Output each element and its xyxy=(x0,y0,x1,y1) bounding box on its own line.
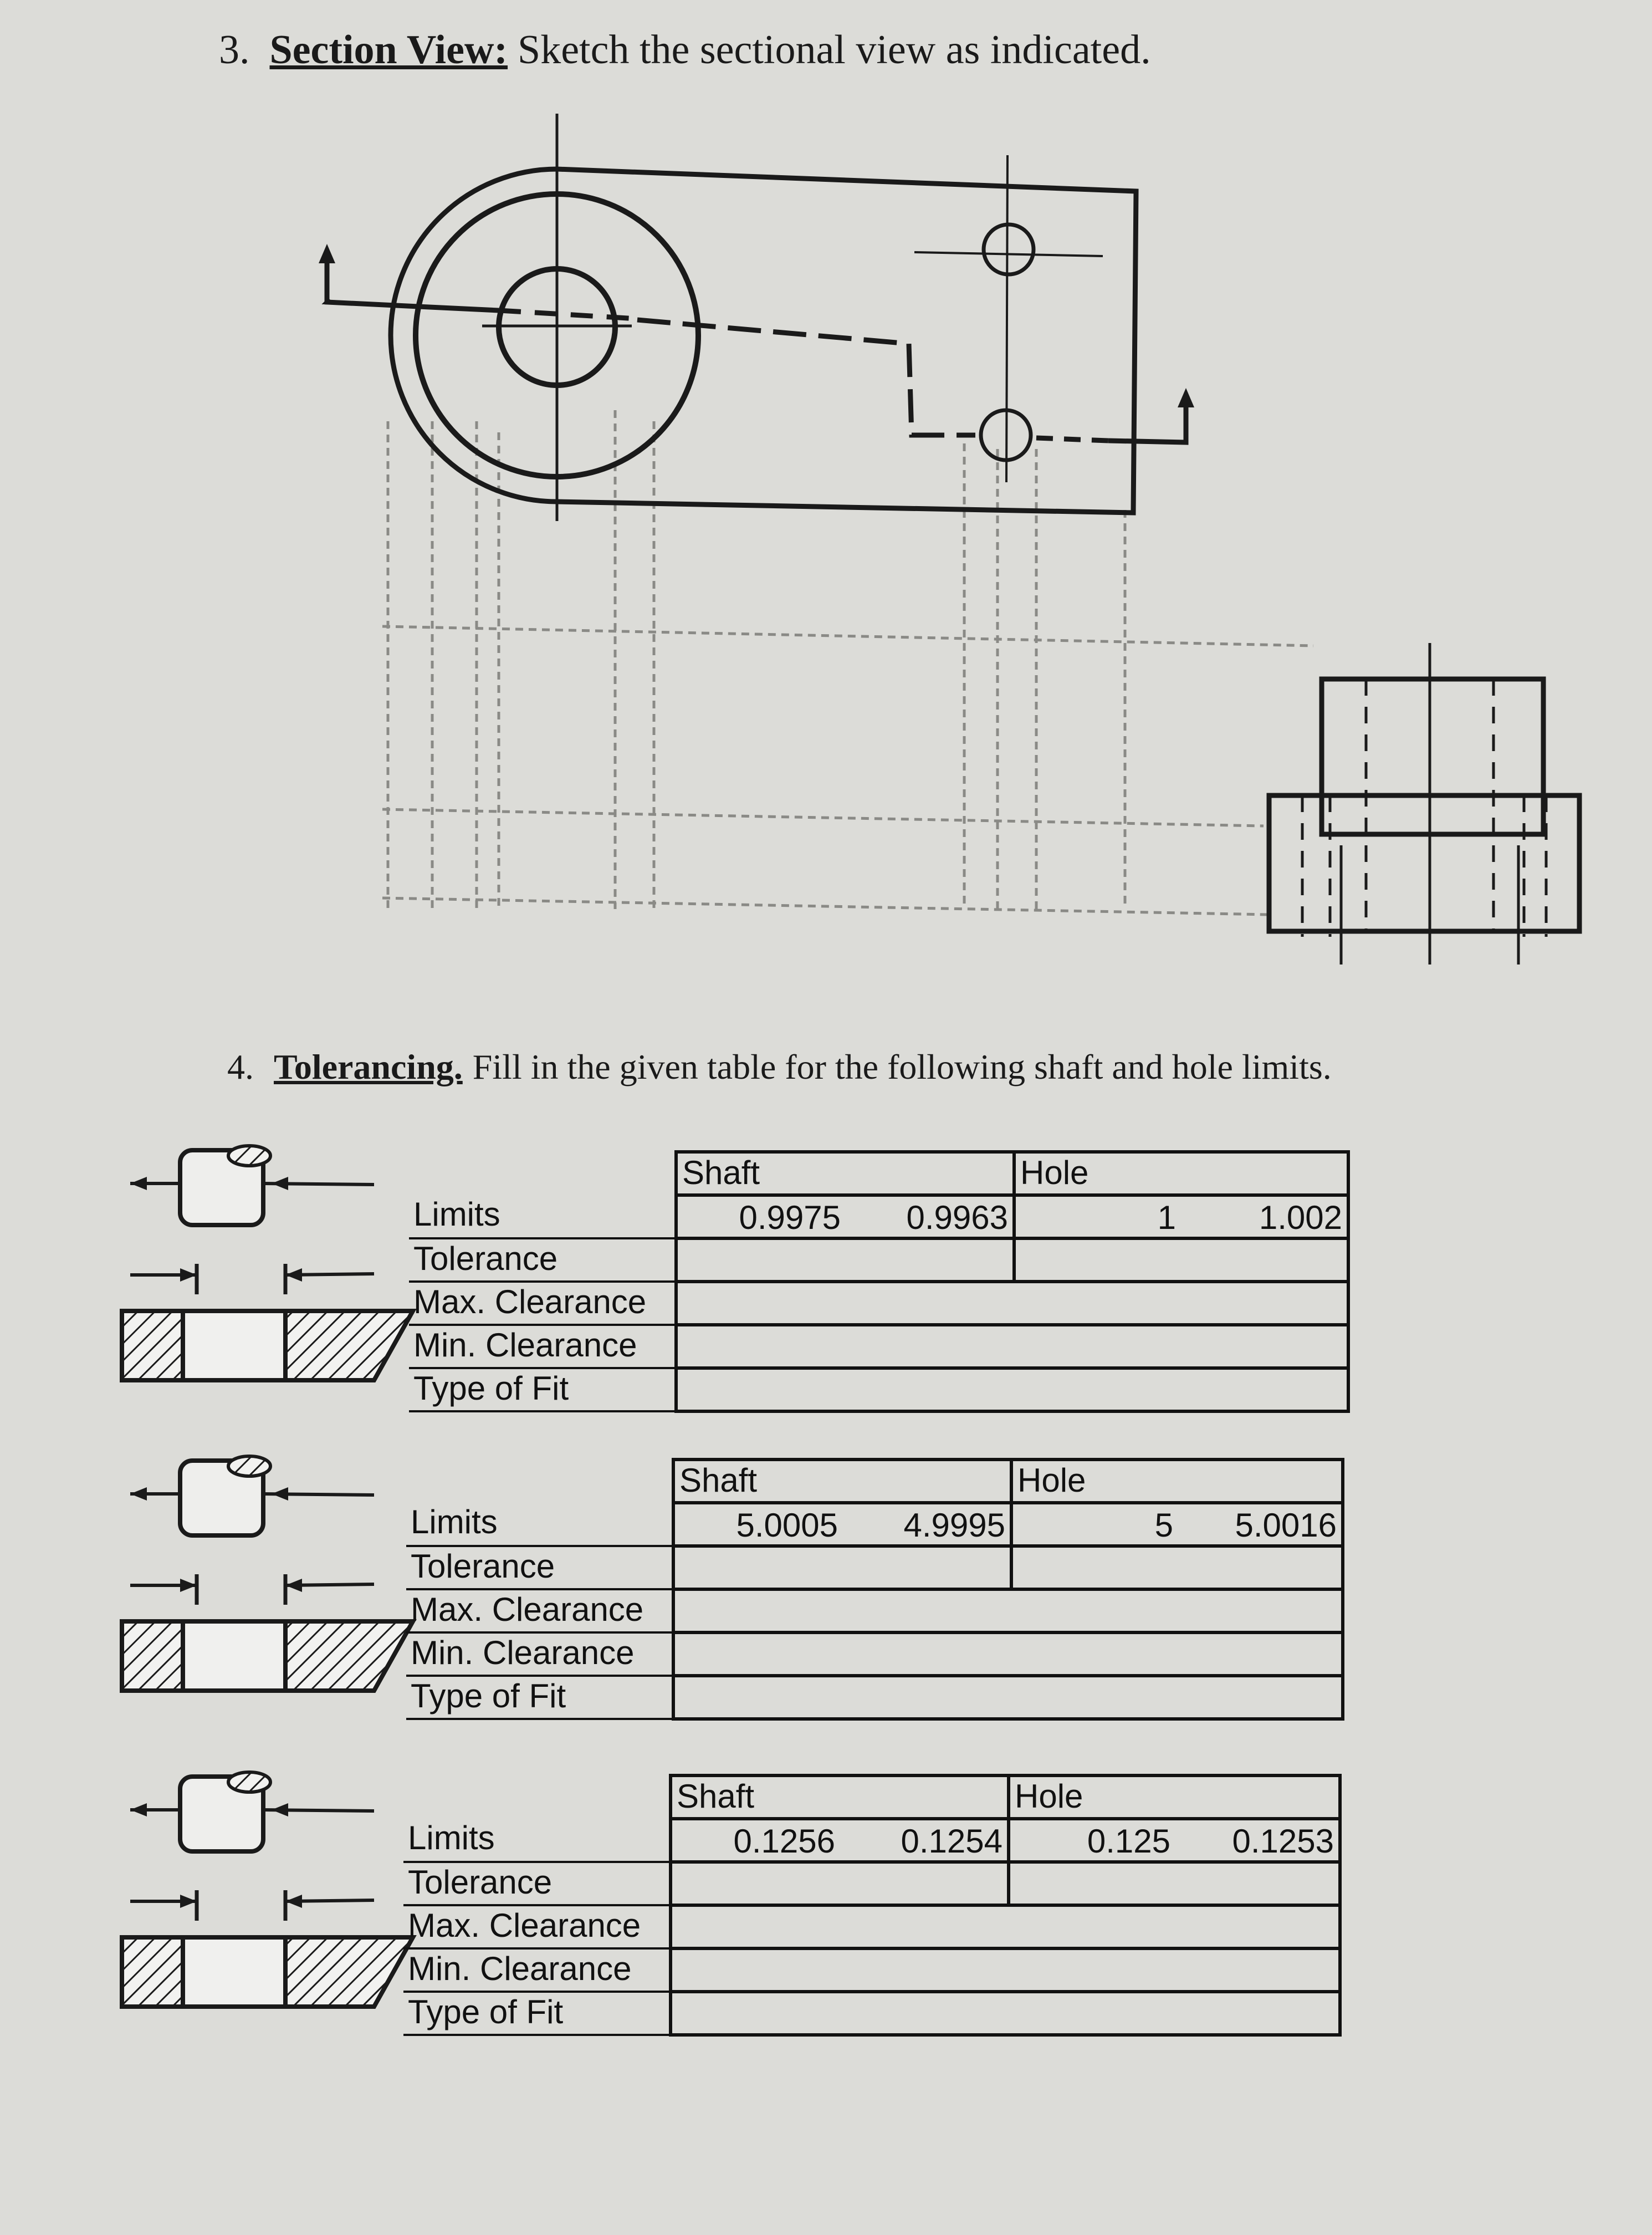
front-view xyxy=(1266,643,1582,965)
shaft-tolerance-cell[interactable] xyxy=(668,1860,1011,1907)
top-view xyxy=(319,114,1194,521)
fit-icon-3 xyxy=(122,1772,413,2007)
question-4-instruction: Fill in the given table for the followin… xyxy=(472,1047,1332,1086)
row-label-tolerance: Tolerance xyxy=(409,1238,676,1283)
row-label-limits: Limits xyxy=(406,1503,673,1547)
type-of-fit-cell[interactable] xyxy=(668,1990,1342,2037)
tolerance-table-2: Shaft Hole Limits 5.0005 4.9995 5 5.0016… xyxy=(406,1458,1345,1721)
shaft-limit-lower: 0.9963 xyxy=(845,1193,1016,1240)
shaft-limit-upper: 0.9975 xyxy=(674,1193,845,1240)
shaft-limit-lower: 0.1254 xyxy=(840,1817,1011,1864)
row-label-min-clearance: Min. Clearance xyxy=(409,1325,676,1369)
row-label-tolerance: Tolerance xyxy=(406,1546,673,1590)
shaft-header: Shaft xyxy=(674,1150,1016,1197)
row-label-max-clearance: Max. Clearance xyxy=(409,1282,676,1326)
question-3-title: Section View: xyxy=(269,27,508,73)
row-label-max-clearance: Max. Clearance xyxy=(403,1905,671,1950)
fit-icon-2 xyxy=(122,1456,413,1691)
type-of-fit-cell[interactable] xyxy=(674,1366,1351,1413)
row-label-max-clearance: Max. Clearance xyxy=(406,1589,673,1634)
tolerance-table-3: Shaft Hole Limits 0.1256 0.1254 0.125 0.… xyxy=(403,1774,1342,2037)
fit-icons xyxy=(0,0,1652,2051)
shaft-limit-lower: 4.9995 xyxy=(842,1501,1014,1548)
question-4-heading: 4. Tolerancing.Fill in the given table fo… xyxy=(227,1047,1332,1088)
question-3-heading: 3. Section View:Sketch the sectional view… xyxy=(219,27,1151,74)
row-label-min-clearance: Min. Clearance xyxy=(406,1632,673,1677)
hole-tolerance-cell[interactable] xyxy=(1007,1860,1342,1907)
max-clearance-cell[interactable] xyxy=(674,1280,1351,1326)
tolerance-table-1: Shaft Hole Limits 0.9975 0.9963 1 1.002 … xyxy=(409,1150,1351,1413)
hole-limit-lower: 1 xyxy=(1012,1193,1181,1240)
question-3-number: 3. xyxy=(219,27,250,73)
row-label-min-clearance: Min. Clearance xyxy=(403,1948,671,1993)
hole-limit-upper: 5.0016 xyxy=(1178,1501,1345,1548)
hole-limit-upper: 1.002 xyxy=(1180,1193,1351,1240)
hole-limit-lower: 0.125 xyxy=(1007,1817,1175,1864)
hole-header: Hole xyxy=(1007,1774,1342,1820)
question-4-number: 4. xyxy=(227,1047,254,1086)
row-label-tolerance: Tolerance xyxy=(403,1862,671,1906)
shaft-limit-upper: 0.1256 xyxy=(669,1817,840,1864)
row-label-type-of-fit: Type of Fit xyxy=(406,1676,673,1720)
fit-icon-1 xyxy=(122,1146,413,1380)
max-clearance-cell[interactable] xyxy=(671,1588,1345,1634)
section-view-drawing xyxy=(319,114,1582,965)
hole-limit-upper: 0.1253 xyxy=(1175,1817,1342,1864)
question-3-instruction: Sketch the sectional view as indicated. xyxy=(518,27,1151,73)
type-of-fit-cell[interactable] xyxy=(671,1674,1345,1721)
hole-header: Hole xyxy=(1010,1458,1345,1504)
hole-limit-lower: 5 xyxy=(1010,1501,1178,1548)
max-clearance-cell[interactable] xyxy=(668,1904,1342,1950)
question-4-title: Tolerancing. xyxy=(274,1047,463,1086)
min-clearance-cell[interactable] xyxy=(671,1631,1345,1677)
projection-lines xyxy=(382,410,1314,916)
shaft-tolerance-cell[interactable] xyxy=(671,1544,1014,1591)
hole-header: Hole xyxy=(1012,1150,1351,1197)
hole-tolerance-cell[interactable] xyxy=(1012,1237,1351,1283)
row-label-limits: Limits xyxy=(403,1819,671,1863)
row-label-type-of-fit: Type of Fit xyxy=(403,1992,671,2036)
shaft-tolerance-cell[interactable] xyxy=(674,1237,1016,1283)
hole-tolerance-cell[interactable] xyxy=(1010,1544,1345,1591)
shaft-header: Shaft xyxy=(671,1458,1014,1504)
min-clearance-cell[interactable] xyxy=(674,1323,1351,1370)
min-clearance-cell[interactable] xyxy=(668,1947,1342,1993)
row-label-type-of-fit: Type of Fit xyxy=(409,1368,676,1412)
shaft-limit-upper: 5.0005 xyxy=(672,1501,842,1548)
shaft-header: Shaft xyxy=(668,1774,1011,1820)
row-label-limits: Limits xyxy=(409,1195,676,1239)
